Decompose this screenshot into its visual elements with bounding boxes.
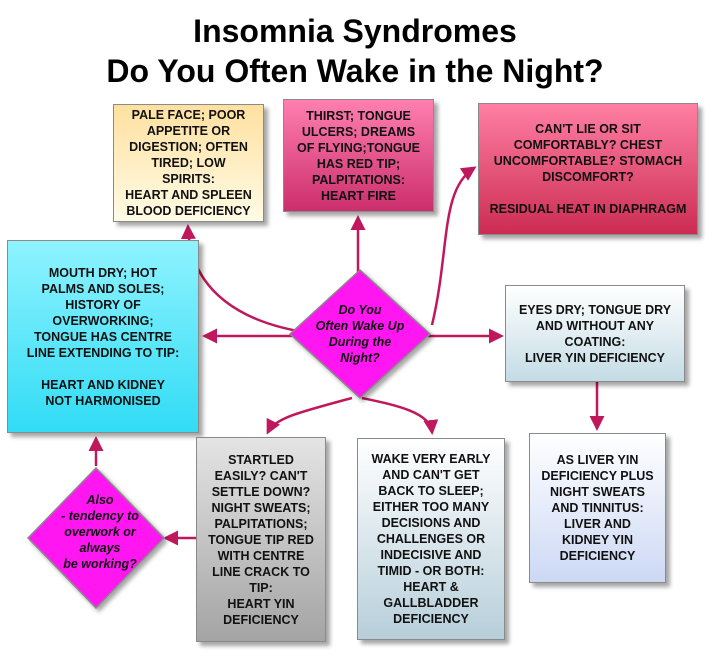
heart-gallbladder-deficiency-box: WAKE VERY EARLY AND CAN'T GET BACK TO SL… bbox=[357, 438, 505, 640]
heart-kidney-not-harmonised-box: MOUTH DRY; HOT PALMS AND SOLES; HISTORY … bbox=[7, 240, 199, 433]
arrow-to-cant-lie bbox=[430, 166, 477, 326]
arrow-to-pale-face bbox=[180, 224, 319, 336]
page-title-line2: Do You Often Wake in the Night? bbox=[106, 53, 604, 89]
also-decision-diamond bbox=[26, 466, 166, 610]
liver-kidney-yin-deficiency-box: AS LIVER YIN DEFICIENCY PLUS NIGHT SWEAT… bbox=[529, 433, 666, 583]
main-decision-diamond bbox=[288, 268, 432, 400]
heart-spleen-blood-deficiency-box: PALE FACE; POOR APPETITE OR DIGESTION; O… bbox=[113, 104, 264, 222]
residual-heat-diaphragm-box: CAN'T LIE OR SIT COMFORTABLY? CHEST UNCO… bbox=[478, 103, 698, 235]
arrow-to-wake-early bbox=[361, 396, 439, 435]
main-question-text: Do You Often Wake Up During the Night? bbox=[315, 303, 405, 365]
page-title-line1: Insomnia Syndromes bbox=[193, 13, 517, 49]
heart-fire-box: THIRST; TONGUE ULCERS; DREAMS OF FLYING;… bbox=[283, 99, 434, 212]
also-question-text: Also - tendency to overwork or always be… bbox=[61, 493, 139, 571]
heart-yin-deficiency-box: STARTLED EASILY? CAN'T SETTLE DOWN? NIGH… bbox=[196, 437, 326, 642]
liver-yin-deficiency-box: EYES DRY; TONGUE DRY AND WITHOUT ANY COA… bbox=[505, 285, 685, 382]
arrow-to-startled bbox=[266, 396, 353, 435]
